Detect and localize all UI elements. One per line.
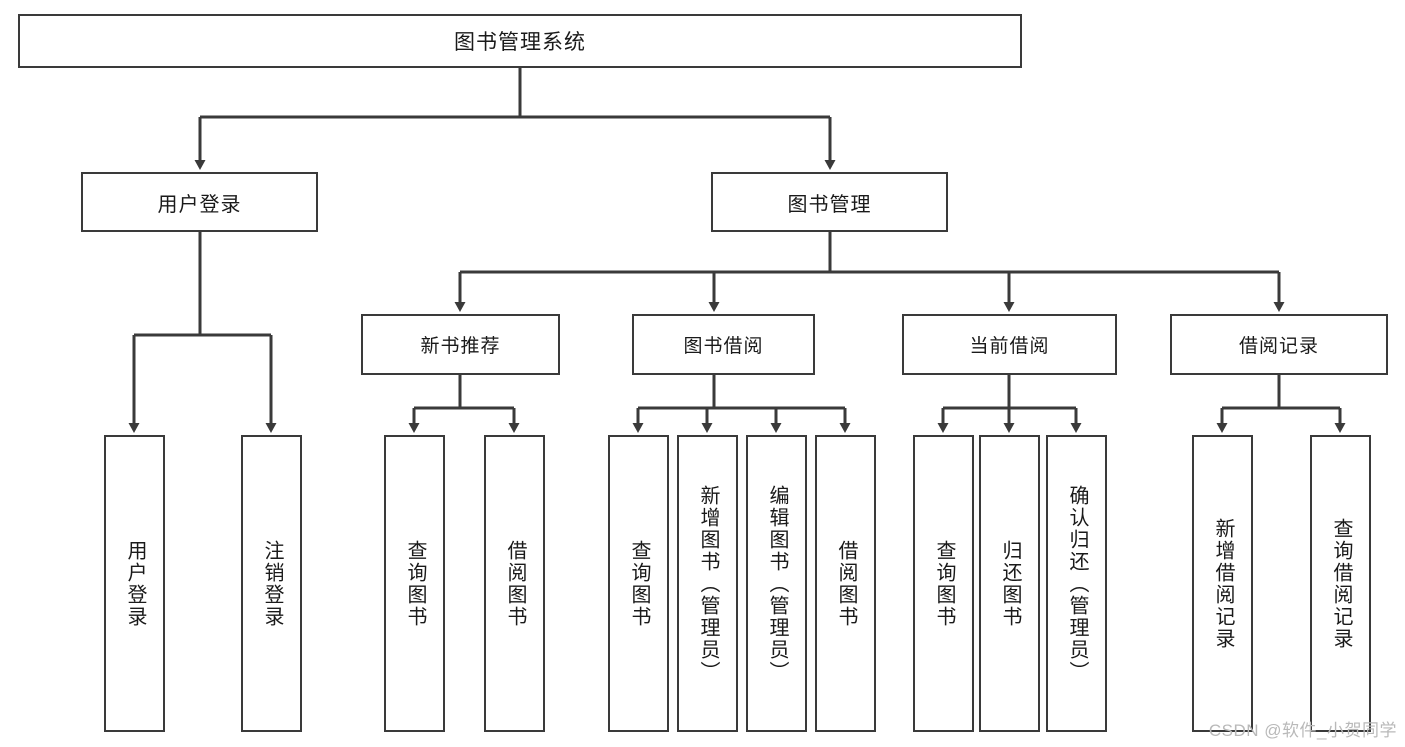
leaf-query-borrow-record-label: 查询借阅记录: [1330, 517, 1352, 650]
node-book-management-label: 图书管理: [787, 193, 872, 216]
node-root[interactable]: 图书管理系统: [18, 14, 1022, 68]
node-book-borrow-label: 图书借阅: [683, 336, 764, 357]
leaf-user-login-label: 用户登录: [124, 539, 146, 628]
leaf-query-book-3[interactable]: 查询图书: [913, 435, 974, 732]
leaf-borrow-book-2-label: 借阅图书: [835, 539, 857, 628]
leaf-query-book-1-label: 查询图书: [404, 539, 426, 628]
leaf-borrow-book-1[interactable]: 借阅图书: [484, 435, 545, 732]
leaf-return-book-label: 归还图书: [999, 539, 1021, 628]
node-new-book-recommend-label: 新书推荐: [420, 336, 501, 357]
node-borrow-record-label: 借阅记录: [1238, 336, 1319, 357]
leaf-add-borrow-record-label: 新增借阅记录: [1212, 517, 1234, 650]
leaf-add-book[interactable]: 新增图书（管理员）: [677, 435, 738, 732]
leaf-query-book-3-label: 查询图书: [933, 539, 955, 628]
leaf-borrow-book-2[interactable]: 借阅图书: [815, 435, 876, 732]
node-user-login[interactable]: 用户登录: [81, 172, 318, 232]
node-book-management[interactable]: 图书管理: [711, 172, 948, 232]
node-root-label: 图书管理系统: [454, 31, 586, 54]
leaf-return-book[interactable]: 归还图书: [979, 435, 1040, 732]
node-current-borrow[interactable]: 当前借阅: [902, 314, 1117, 375]
leaf-logout[interactable]: 注销登录: [241, 435, 302, 732]
leaf-add-book-label: 新增图书（管理员）: [697, 484, 719, 683]
leaf-edit-book-label: 编辑图书（管理员）: [766, 484, 788, 683]
leaf-query-borrow-record[interactable]: 查询借阅记录: [1310, 435, 1371, 732]
node-current-borrow-label: 当前借阅: [969, 336, 1050, 357]
leaf-query-book-2[interactable]: 查询图书: [608, 435, 669, 732]
leaf-borrow-book-1-label: 借阅图书: [504, 539, 526, 628]
leaf-query-book-1[interactable]: 查询图书: [384, 435, 445, 732]
node-new-book-recommend[interactable]: 新书推荐: [361, 314, 560, 375]
leaf-add-borrow-record[interactable]: 新增借阅记录: [1192, 435, 1253, 732]
node-book-borrow[interactable]: 图书借阅: [632, 314, 815, 375]
leaf-confirm-return[interactable]: 确认归还（管理员）: [1046, 435, 1107, 732]
node-user-login-label: 用户登录: [157, 193, 242, 216]
leaf-confirm-return-label: 确认归还（管理员）: [1066, 484, 1088, 683]
node-borrow-record[interactable]: 借阅记录: [1170, 314, 1388, 375]
csdn-watermark: CSDN @软件_小贺同学: [1208, 721, 1397, 740]
leaf-edit-book[interactable]: 编辑图书（管理员）: [746, 435, 807, 732]
leaf-user-login[interactable]: 用户登录: [104, 435, 165, 732]
leaf-query-book-2-label: 查询图书: [628, 539, 650, 628]
leaf-logout-label: 注销登录: [261, 539, 283, 628]
